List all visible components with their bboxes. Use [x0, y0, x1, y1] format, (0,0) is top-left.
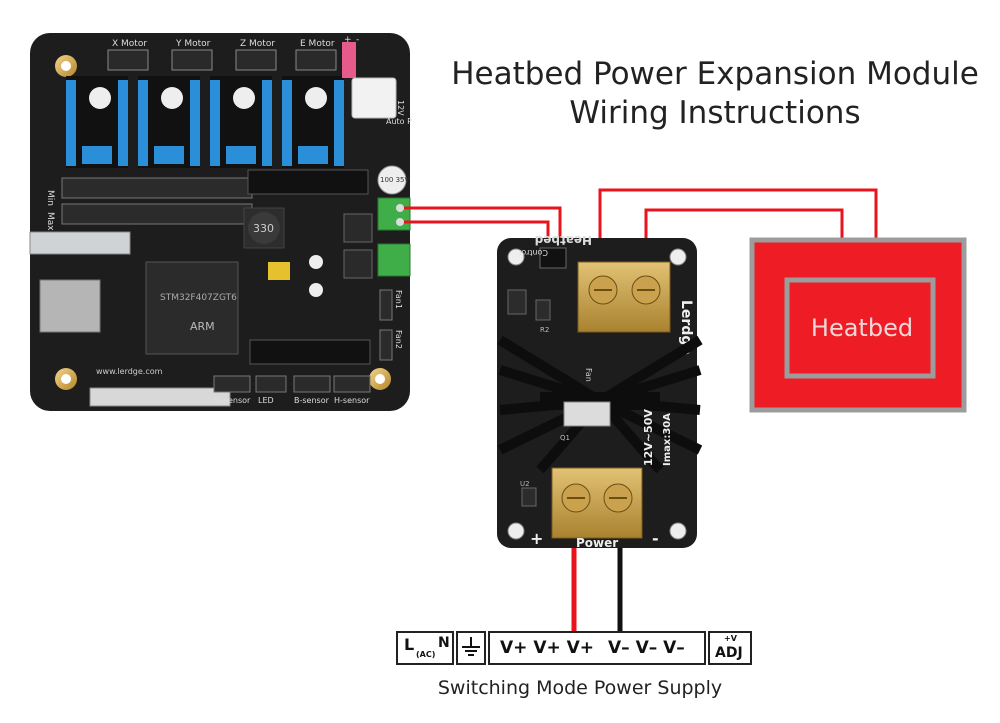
board-mosfet	[343, 249, 373, 279]
motor-connector	[235, 49, 277, 71]
psu-n-label: N	[438, 635, 450, 651]
svg-text:Fan2: Fan2	[394, 330, 403, 349]
power-label: Power	[576, 536, 618, 550]
motor-label-e: E Motor	[300, 39, 335, 49]
heat-sink	[497, 335, 703, 474]
stepper-driver-e	[282, 76, 344, 168]
svg-text:R2: R2	[540, 326, 549, 334]
svg-text:H-sensor: H-sensor	[334, 396, 370, 405]
control-label: Control	[519, 248, 548, 257]
heatbed-label: Heatbed	[811, 314, 913, 342]
max-label: Max	[45, 212, 55, 231]
control-header	[539, 247, 567, 269]
svg-text:ARM: ARM	[190, 320, 215, 333]
motor-connector	[295, 49, 337, 71]
endstop-connectors-max	[61, 203, 253, 225]
psu-ac-terminal: L (AC) N	[396, 631, 454, 665]
ground-icon	[462, 637, 480, 656]
svg-text:M-sensor: M-sensor	[214, 396, 251, 405]
svg-text:100 35V: 100 35V	[380, 176, 409, 184]
negative-label: -	[652, 529, 659, 548]
mcu-chip	[145, 261, 239, 355]
title-line-2: Wiring Instructions	[569, 95, 861, 131]
psu-ground-terminal	[456, 631, 486, 665]
board-heatbed-terminal	[377, 197, 411, 231]
power-input-connector	[351, 77, 397, 119]
psu-dc-terminals: V+ V+ V+ V– V– V–	[488, 631, 706, 665]
mount-hole	[669, 522, 687, 540]
mount-hole	[669, 248, 687, 266]
psu-caption: Switching Mode Power Supply	[437, 677, 723, 699]
expansion-module: Control Heatbed Lerdge R2	[497, 233, 703, 550]
psu-adj-top-label: +V	[724, 634, 737, 643]
motor-connector	[171, 49, 213, 71]
psu-adj-terminal: +V ADJ	[708, 631, 752, 665]
psu-adj-label: ADJ	[715, 645, 743, 661]
svg-text:330: 330	[253, 222, 274, 235]
usb-connector	[29, 231, 131, 255]
min-label: Min	[45, 190, 55, 206]
title-line-1: Heatbed Power Expansion Module	[451, 56, 979, 92]
module-heatbed-label: Heatbed	[535, 233, 592, 247]
psu-vminus-label: V– V– V–	[608, 638, 685, 658]
sd-card-slot	[39, 279, 101, 333]
svg-text:-: -	[356, 35, 359, 45]
svg-text:Auto P: Auto P	[386, 117, 412, 126]
motor-connector	[107, 49, 149, 71]
positive-label: +	[530, 529, 543, 548]
jumper-header	[342, 42, 356, 78]
svg-text:U2: U2	[520, 480, 530, 488]
pin-header	[249, 339, 371, 365]
control-wire-1	[404, 206, 562, 250]
current-rating: Imax:30A	[662, 413, 673, 466]
motor-label-x: X Motor	[112, 39, 147, 49]
voltage-rating: 12V~50V	[642, 409, 655, 466]
website-label: www.lerdge.com	[96, 367, 163, 376]
heatbed: Heatbed	[749, 237, 967, 413]
stepper-driver-z	[210, 76, 272, 168]
mount-hole	[507, 522, 525, 540]
board-mosfet	[343, 213, 373, 243]
svg-text:STM32F407ZGT6: STM32F407ZGT6	[160, 293, 237, 303]
svg-text:Fan: Fan	[584, 368, 593, 382]
ribbon-connector	[89, 387, 231, 407]
motor-label-y: Y Motor	[175, 39, 211, 49]
svg-text:+: +	[344, 35, 352, 45]
board-terminal	[377, 243, 411, 277]
stepper-driver-x	[66, 76, 128, 168]
heatbed-wire-1	[598, 188, 878, 268]
psu-vplus-label: V+ V+ V+	[500, 638, 595, 658]
svg-text:LED: LED	[258, 396, 274, 405]
svg-text:Q1: Q1	[560, 434, 570, 442]
endstop-connectors-min	[61, 177, 253, 199]
stepper-driver-y	[138, 76, 200, 168]
pin-header	[247, 169, 369, 195]
psu-l-label: L	[404, 635, 415, 654]
svg-text:Fan1: Fan1	[394, 290, 403, 309]
psu-ac-label: (AC)	[416, 650, 436, 659]
mount-hole	[507, 248, 525, 266]
svg-text:12V: 12V	[396, 100, 405, 116]
heatbed-inner	[784, 277, 936, 379]
svg-text:B-sensor: B-sensor	[294, 396, 330, 405]
main-board: X Motor Y Motor Z Motor E Motor	[29, 33, 412, 411]
capacitor	[377, 165, 407, 195]
motor-label-z: Z Motor	[240, 39, 275, 49]
